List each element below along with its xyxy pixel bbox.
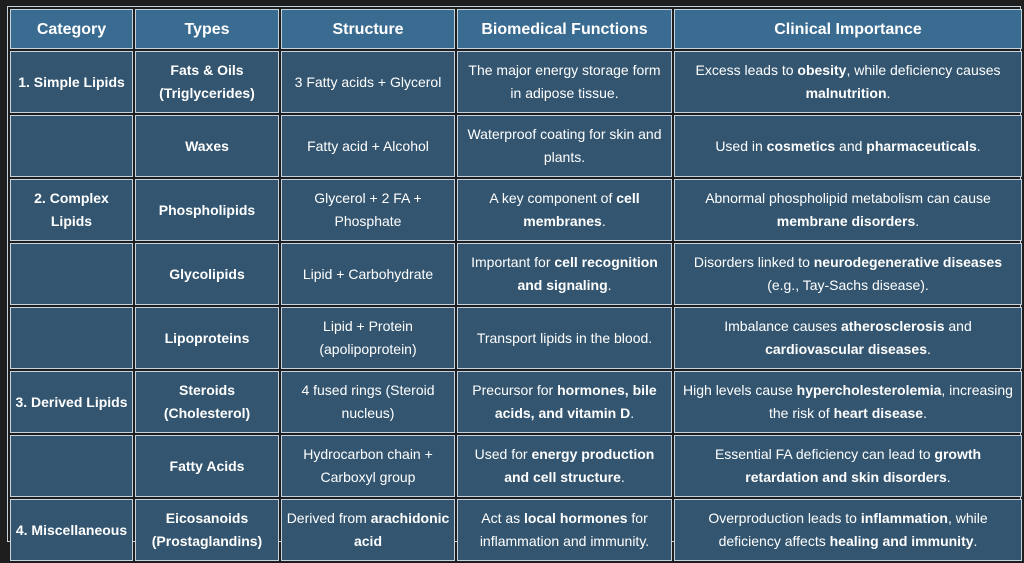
- category-cell: [10, 307, 133, 369]
- structure-cell: Glycerol + 2 FA + Phosphate: [281, 179, 455, 241]
- type-cell: Lipoproteins: [135, 307, 279, 369]
- function-cell: A key component of cell membranes.: [457, 179, 672, 241]
- category-cell: 1. Simple Lipids: [10, 51, 133, 113]
- category-cell: 4. Miscellaneous: [10, 499, 133, 561]
- category-cell: [10, 243, 133, 305]
- category-cell: 2. Complex Lipids: [10, 179, 133, 241]
- structure-cell: Lipid + Protein (apolipoprotein): [281, 307, 455, 369]
- header-types: Types: [135, 9, 279, 49]
- function-cell: Act as local hormones for inflammation a…: [457, 499, 672, 561]
- header-biomedical-functions: Biomedical Functions: [457, 9, 672, 49]
- header-category: Category: [10, 9, 133, 49]
- category-cell: [10, 115, 133, 177]
- lipid-classification-table: Category Types Structure Biomedical Func…: [8, 7, 1024, 563]
- clinical-cell: Imbalance causes atherosclerosis and car…: [674, 307, 1022, 369]
- structure-cell: Lipid + Carbohydrate: [281, 243, 455, 305]
- header-structure: Structure: [281, 9, 455, 49]
- function-cell: Used for energy production and cell stru…: [457, 435, 672, 497]
- category-cell: [10, 435, 133, 497]
- category-cell: 3. Derived Lipids: [10, 371, 133, 433]
- clinical-cell: Overproduction leads to inflammation, wh…: [674, 499, 1022, 561]
- header-clinical-importance: Clinical Importance: [674, 9, 1022, 49]
- clinical-cell: Essential FA deficiency can lead to grow…: [674, 435, 1022, 497]
- structure-cell: 4 fused rings (Steroid nucleus): [281, 371, 455, 433]
- clinical-cell: Disorders linked to neurodegenerative di…: [674, 243, 1022, 305]
- lipid-classification-table-frame: Category Types Structure Biomedical Func…: [7, 6, 1022, 561]
- type-cell: Fats & Oils (Triglycerides): [135, 51, 279, 113]
- type-cell: Steroids (Cholesterol): [135, 371, 279, 433]
- clinical-cell: High levels cause hypercholesterolemia, …: [674, 371, 1022, 433]
- clinical-cell: Abnormal phospholipid metabolism can cau…: [674, 179, 1022, 241]
- structure-cell: Derived from arachidonic acid: [281, 499, 455, 561]
- header-row: Category Types Structure Biomedical Func…: [10, 9, 1022, 49]
- type-cell: Fatty Acids: [135, 435, 279, 497]
- structure-cell: Hydrocarbon chain + Carboxyl group: [281, 435, 455, 497]
- type-cell: Phospholipids: [135, 179, 279, 241]
- clinical-cell: Used in cosmetics and pharmaceuticals.: [674, 115, 1022, 177]
- function-cell: Precursor for hormones, bile acids, and …: [457, 371, 672, 433]
- type-cell: Glycolipids: [135, 243, 279, 305]
- structure-cell: 3 Fatty acids + Glycerol: [281, 51, 455, 113]
- function-cell: Important for cell recognition and signa…: [457, 243, 672, 305]
- structure-cell: Fatty acid + Alcohol: [281, 115, 455, 177]
- clinical-cell: Excess leads to obesity, while deficienc…: [674, 51, 1022, 113]
- type-cell: Waxes: [135, 115, 279, 177]
- function-cell: Waterproof coating for skin and plants.: [457, 115, 672, 177]
- type-cell: Eicosanoids (Prostaglandins): [135, 499, 279, 561]
- function-cell: The major energy storage form in adipose…: [457, 51, 672, 113]
- function-cell: Transport lipids in the blood.: [457, 307, 672, 369]
